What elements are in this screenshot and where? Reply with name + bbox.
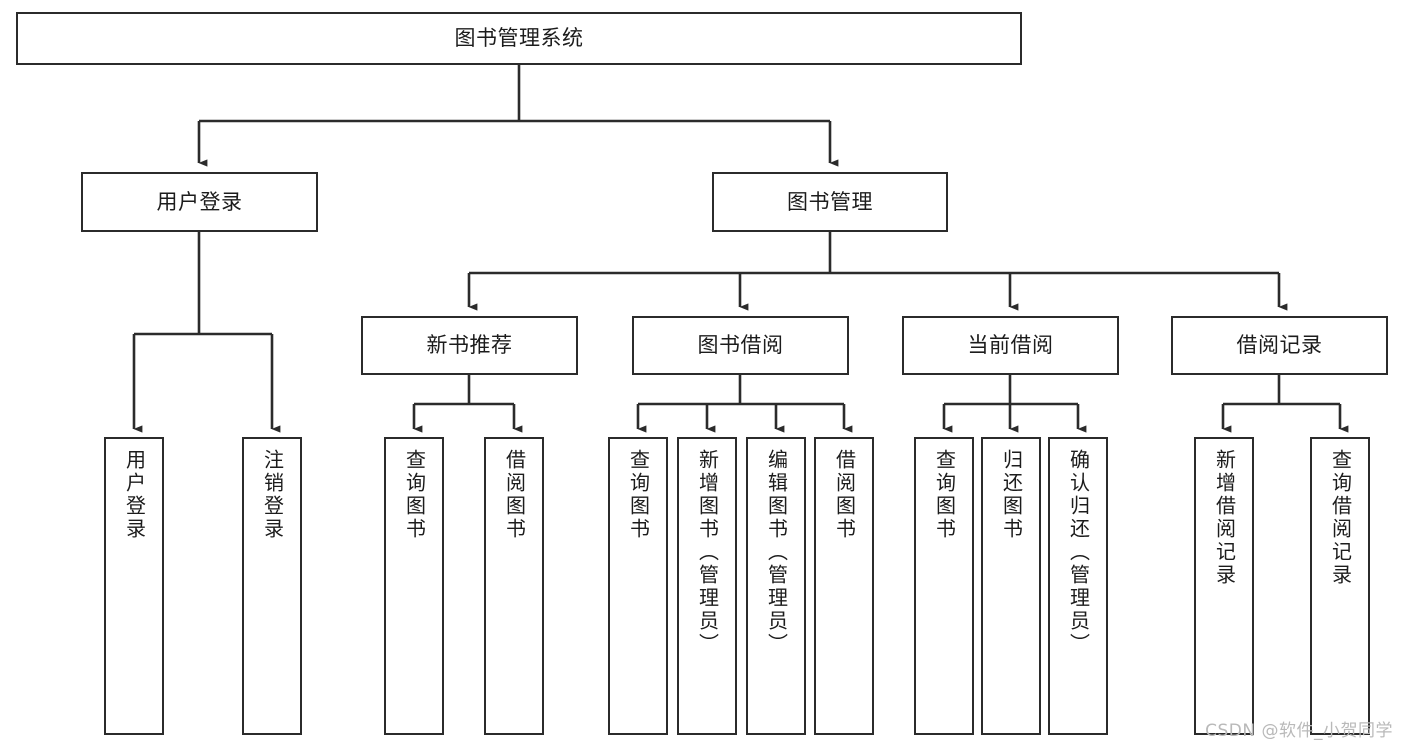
node-label: 借阅图书 bbox=[502, 449, 527, 541]
leaf-query-book-recommend[interactable]: 查询图书 bbox=[384, 437, 444, 735]
connector-borrowrecord-to-leaves bbox=[1221, 375, 1349, 433]
node-root-book-management-system[interactable]: 图书管理系统 bbox=[16, 12, 1022, 65]
node-label: 新书推荐 bbox=[426, 333, 513, 358]
node-book-management[interactable]: 图书管理 bbox=[712, 172, 948, 232]
leaf-add-borrow-record[interactable]: 新增借阅记录 bbox=[1194, 437, 1254, 735]
node-label: 图书管理 bbox=[787, 189, 873, 214]
node-label: 归还图书 bbox=[999, 449, 1024, 541]
node-label: 借阅图书 bbox=[832, 449, 857, 541]
node-label: 用户登录 bbox=[122, 449, 147, 541]
node-book-borrow[interactable]: 图书借阅 bbox=[632, 316, 849, 375]
csdn-watermark: CSDN @软件_小贺同学 bbox=[1205, 721, 1393, 741]
leaf-query-book-current[interactable]: 查询图书 bbox=[914, 437, 974, 735]
leaf-query-book-borrow[interactable]: 查询图书 bbox=[608, 437, 668, 735]
node-label: 查询借阅记录 bbox=[1328, 449, 1353, 587]
connector-root-to-level2 bbox=[197, 65, 839, 167]
leaf-user-login[interactable]: 用户登录 bbox=[104, 437, 164, 735]
leaf-borrow-book-recommend[interactable]: 借阅图书 bbox=[484, 437, 544, 735]
node-label: 新增借阅记录 bbox=[1212, 449, 1237, 587]
leaf-edit-book-admin[interactable]: 编辑图书（管理员） bbox=[746, 437, 806, 735]
node-label: 用户登录 bbox=[156, 189, 243, 214]
leaf-return-book[interactable]: 归还图书 bbox=[981, 437, 1041, 735]
node-user-login[interactable]: 用户登录 bbox=[81, 172, 318, 232]
node-current-borrow[interactable]: 当前借阅 bbox=[902, 316, 1119, 375]
connector-bookmgmt-to-level3 bbox=[467, 232, 1288, 311]
connector-newbook-to-leaves bbox=[412, 375, 523, 433]
node-label: 图书借阅 bbox=[697, 333, 784, 358]
leaf-add-book-admin[interactable]: 新增图书（管理员） bbox=[677, 437, 737, 735]
node-label: 图书管理系统 bbox=[454, 26, 584, 51]
leaf-borrow-book-borrow[interactable]: 借阅图书 bbox=[814, 437, 874, 735]
node-label: 当前借阅 bbox=[967, 333, 1054, 358]
node-label: 确认归还（管理员） bbox=[1066, 449, 1091, 656]
node-new-book-recommend[interactable]: 新书推荐 bbox=[361, 316, 578, 375]
node-label: 注销登录 bbox=[260, 449, 285, 541]
connector-currentborrow-to-leaves bbox=[942, 375, 1087, 433]
node-label: 借阅记录 bbox=[1236, 333, 1323, 358]
node-borrow-record[interactable]: 借阅记录 bbox=[1171, 316, 1388, 375]
leaf-query-borrow-record[interactable]: 查询借阅记录 bbox=[1310, 437, 1370, 735]
connector-userlogin-to-leaves bbox=[132, 231, 281, 433]
leaf-logout-login[interactable]: 注销登录 bbox=[242, 437, 302, 735]
connector-bookborrow-to-leaves bbox=[636, 375, 853, 433]
node-label: 查询图书 bbox=[932, 449, 957, 541]
leaf-confirm-return-admin[interactable]: 确认归还（管理员） bbox=[1048, 437, 1108, 735]
node-label: 编辑图书（管理员） bbox=[764, 449, 789, 656]
node-label: 查询图书 bbox=[402, 449, 427, 541]
node-label: 新增图书（管理员） bbox=[695, 449, 720, 656]
node-label: 查询图书 bbox=[626, 449, 651, 541]
